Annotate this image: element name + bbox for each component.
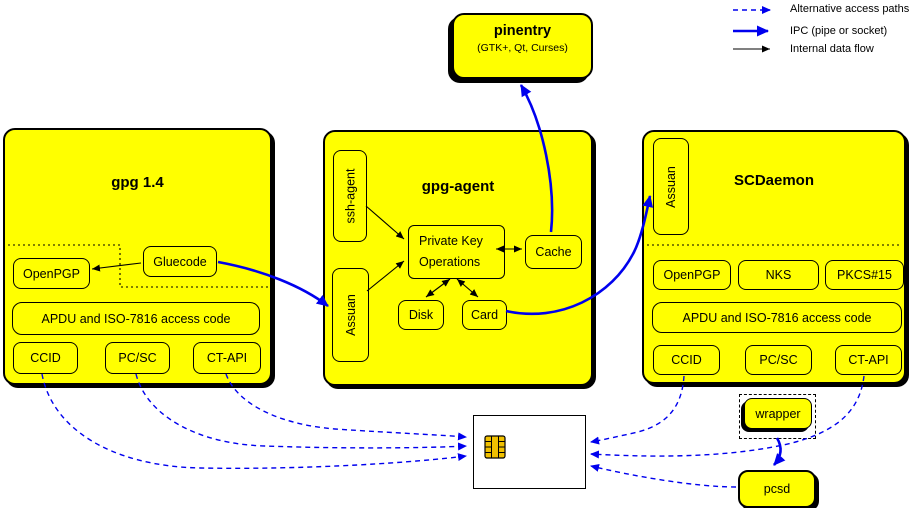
- pcsd-label: pcsd: [763, 482, 791, 496]
- pinentry-subtitle: (GTK+, Qt, Curses): [477, 42, 568, 54]
- scdaemon-nks-label: NKS: [765, 268, 792, 282]
- gpg14-apdu-label: APDU and ISO-7816 access code: [41, 311, 231, 326]
- gpg14-ctapi-label: CT-API: [206, 351, 248, 365]
- pko-line1: Private Key: [419, 234, 483, 248]
- scdaemon-openpgp-label: OpenPGP: [663, 268, 721, 282]
- legend-ipc-label: IPC (pipe or socket): [790, 25, 888, 37]
- alt-scdaemon-ctapi-to-card: [590, 375, 865, 459]
- card-box: Card: [462, 300, 507, 330]
- scdaemon-pcsc-label: PC/SC: [759, 353, 798, 367]
- disk-label: Disk: [408, 308, 434, 322]
- wrapper-box: wrapper: [744, 398, 812, 429]
- scdaemon-apdu-box: APDU and ISO-7816 access code: [652, 302, 902, 333]
- gpg14-pcsc-box: PC/SC: [105, 342, 170, 374]
- scdaemon-apdu-label: APDU and ISO-7816 access code: [682, 310, 872, 325]
- gpg14-gluecode-box: Gluecode: [143, 246, 217, 277]
- ssh-agent-label: ssh-agent: [343, 168, 357, 224]
- gpg14-ccid-label: CCID: [30, 351, 61, 365]
- gpg14-openpgp-label: OpenPGP: [23, 266, 80, 281]
- gpg-agent-title: gpg-agent: [421, 178, 495, 195]
- gpg-agent-assuan-box: Assuan: [332, 268, 369, 362]
- gpg-agent-assuan-label: Assuan: [343, 294, 358, 336]
- legend-internal-flow-label: Internal data flow: [790, 43, 874, 55]
- gpg14-ctapi-box: CT-API: [193, 342, 261, 374]
- gpg14-ccid-box: CCID: [13, 342, 78, 374]
- alt-gpg14-ccid-to-card: [41, 373, 467, 470]
- smartcard: [473, 415, 586, 489]
- scdaemon-title: SCDaemon: [733, 172, 815, 189]
- card-label: Card: [470, 308, 499, 322]
- wrapper-label: wrapper: [755, 406, 801, 421]
- scdaemon-assuan-box: Assuan: [653, 138, 689, 235]
- scdaemon-assuan-label: Assuan: [664, 165, 679, 208]
- private-key-operations-box: Private Key Operations: [408, 225, 505, 279]
- alt-pcsd-to-card: [590, 464, 737, 488]
- gpg-agent-ssh-agent-box: ssh-agent: [333, 150, 367, 242]
- gpg14-title: gpg 1.4: [111, 174, 164, 191]
- gpg14-apdu-box: APDU and ISO-7816 access code: [12, 302, 260, 335]
- scdaemon-ctapi-label: CT-API: [848, 353, 889, 367]
- cache-label: Cache: [535, 245, 572, 259]
- ipc-wrapper-to-pcsd: [772, 437, 786, 466]
- scdaemon-pkcs15-box: PKCS#15: [825, 260, 904, 290]
- scdaemon-ctapi-box: CT-API: [835, 345, 902, 375]
- pcsd-box: pcsd: [738, 470, 816, 508]
- scdaemon-nks-box: NKS: [738, 260, 819, 290]
- cache-box: Cache: [525, 235, 582, 269]
- scdaemon-pcsc-box: PC/SC: [745, 345, 812, 375]
- scdaemon-ccid-label: CCID: [671, 353, 702, 367]
- pinentry-box: pinentry (GTK+, Qt, Curses): [452, 13, 593, 79]
- gpg14-openpgp-box: OpenPGP: [13, 258, 90, 289]
- pko-line2: Operations: [419, 255, 481, 269]
- scdaemon-ccid-box: CCID: [653, 345, 720, 375]
- disk-box: Disk: [398, 300, 444, 330]
- scdaemon-openpgp-box: OpenPGP: [653, 260, 731, 290]
- gpg14-gluecode-label: Gluecode: [153, 254, 207, 269]
- gpg14-pcsc-label: PC/SC: [118, 351, 157, 365]
- legend-alternative-access-label: Alternative access paths: [790, 3, 910, 15]
- alt-scdaemon-ccid-to-card: [590, 375, 685, 445]
- pinentry-title: pinentry: [493, 23, 552, 39]
- scdaemon-pkcs15-label: PKCS#15: [837, 268, 892, 282]
